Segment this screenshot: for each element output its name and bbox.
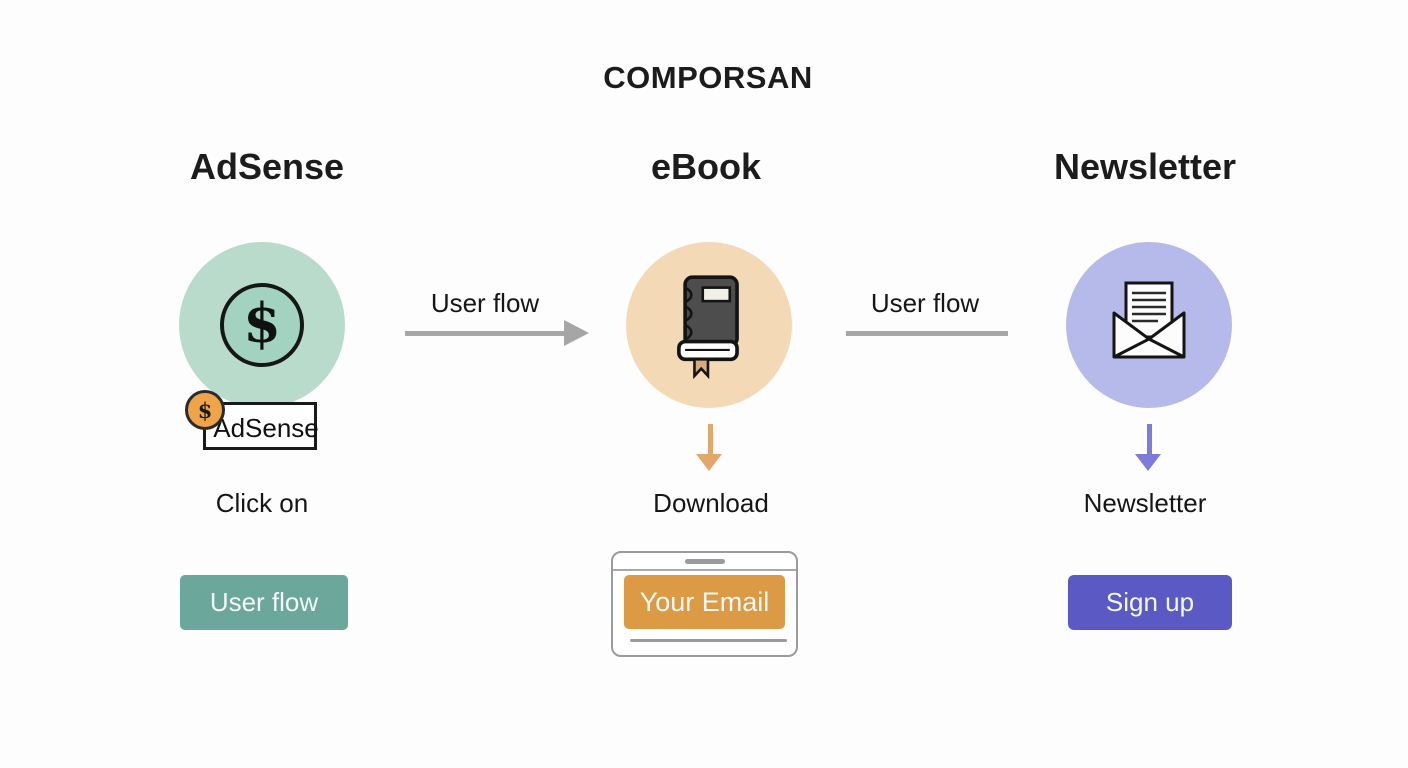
flow2-label: User flow xyxy=(870,288,980,318)
card-divider xyxy=(613,569,796,571)
user-flow-button[interactable]: User flow xyxy=(180,575,348,630)
coin-dollar-symbol: $ xyxy=(197,397,213,423)
adsense-caption: Click on xyxy=(215,488,309,518)
book-icon xyxy=(677,275,739,379)
download-arrow-down-icon xyxy=(696,424,724,472)
card-handle xyxy=(684,559,725,564)
user-flow-button-label: User flow xyxy=(209,587,319,617)
email-input-underline xyxy=(630,639,787,642)
newsletter-header: Newsletter xyxy=(1053,146,1237,187)
ebook-circle xyxy=(626,242,792,408)
arrow-right-icon xyxy=(405,320,589,346)
page-title: COMPORSAN xyxy=(603,60,813,95)
newsletter-caption: Newsletter xyxy=(1083,488,1207,518)
adsense-badge: AdSense xyxy=(203,402,319,450)
flow1-label: User flow xyxy=(430,288,540,318)
sign-up-button-label: Sign up xyxy=(1105,587,1195,617)
ebook-caption: Download xyxy=(653,488,769,518)
dollar-symbol: $ xyxy=(243,291,281,355)
dollar-coin-icon: $ xyxy=(185,390,225,430)
newsletter-arrow-down-icon xyxy=(1135,424,1163,472)
your-email-button[interactable]: Your Email xyxy=(624,575,785,629)
email-form-card: Your Email xyxy=(611,551,798,657)
sign-up-button[interactable]: Sign up xyxy=(1068,575,1232,630)
adsense-badge-label: AdSense xyxy=(213,412,319,443)
flow2-line xyxy=(846,331,1008,336)
dollar-circle-icon: $ xyxy=(220,283,304,367)
open-envelope-icon xyxy=(1112,281,1186,359)
adsense-header: AdSense xyxy=(189,146,345,187)
ebook-header: eBook xyxy=(650,146,762,187)
newsletter-circle xyxy=(1066,242,1232,408)
your-email-button-label: Your Email xyxy=(639,586,770,617)
adsense-circle: $ xyxy=(179,242,345,408)
